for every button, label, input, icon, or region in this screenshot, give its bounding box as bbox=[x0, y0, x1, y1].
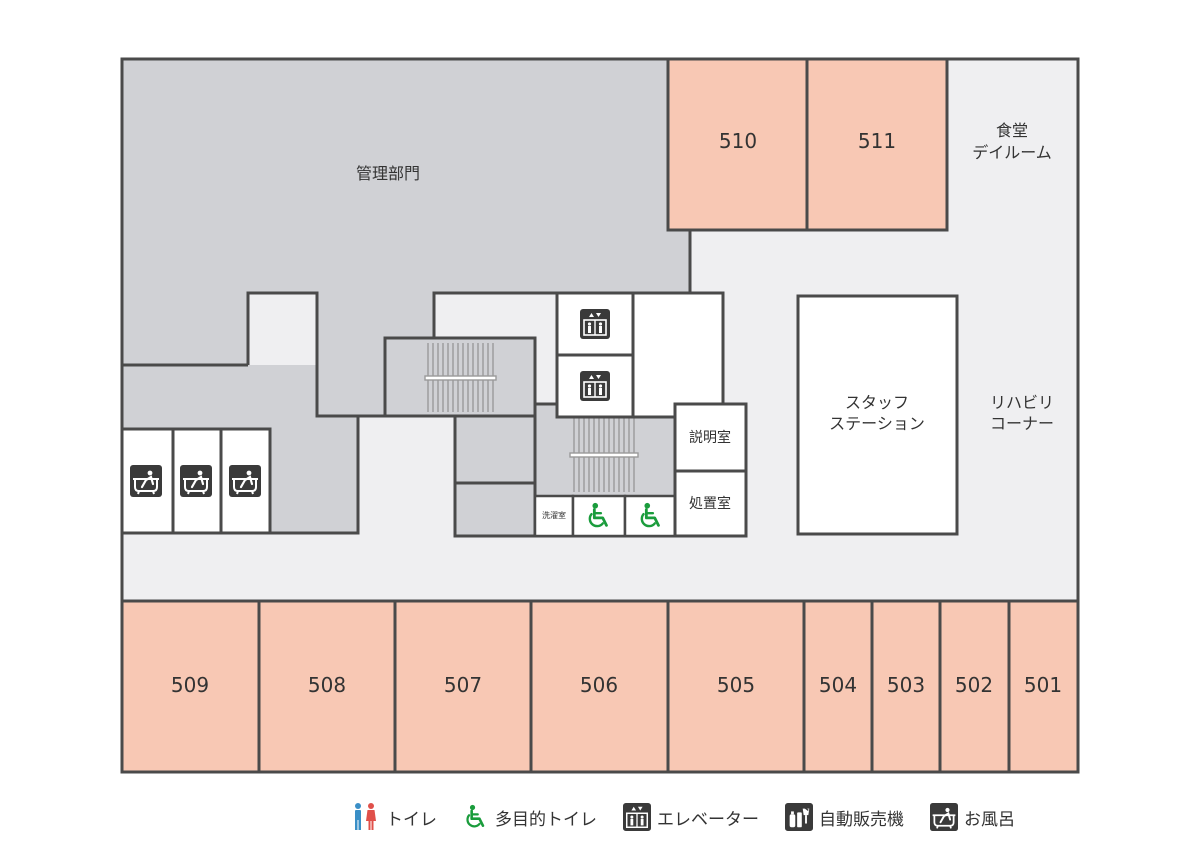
room-511 bbox=[805, 57, 949, 232]
room-number: 502 bbox=[955, 673, 993, 697]
floor-map: 管理部門 510 511 食堂 デイルーム リハビリ コーナー スタッフ ステー… bbox=[120, 57, 1080, 774]
building-outline bbox=[120, 57, 1080, 774]
room-number: 508 bbox=[308, 673, 346, 697]
accessible-toilet-1 bbox=[571, 494, 627, 538]
room-number: 507 bbox=[444, 673, 482, 697]
legend-item-vending: 自動販売機 bbox=[785, 803, 904, 831]
legend-label: 多目的トイレ bbox=[495, 809, 597, 830]
legend-label: お風呂 bbox=[964, 809, 1015, 830]
stairs-icon bbox=[569, 418, 639, 492]
core-block-center bbox=[535, 404, 675, 496]
staff-station-label-line1: スタッフ bbox=[845, 393, 909, 412]
staff-station bbox=[796, 294, 959, 536]
map-legend: トイレ 多目的トイレ エレベーター 自動販売機 bbox=[350, 800, 1015, 834]
room-502 bbox=[938, 599, 1011, 774]
room-number: 509 bbox=[171, 673, 209, 697]
legend-item-bath: お風呂 bbox=[930, 803, 1015, 831]
room-509 bbox=[120, 599, 261, 774]
elevator-icon bbox=[580, 371, 610, 401]
room-501 bbox=[1007, 599, 1080, 774]
room-510 bbox=[666, 57, 809, 232]
room-number: 503 bbox=[887, 673, 925, 697]
room-number: 501 bbox=[1024, 673, 1062, 697]
legend-label: トイレ bbox=[386, 809, 437, 830]
room-number: 510 bbox=[719, 129, 757, 153]
elevator-icon bbox=[580, 309, 610, 339]
rehab-label-line2: コーナー bbox=[990, 414, 1054, 433]
core-block-left bbox=[455, 416, 535, 536]
dining-label: 食堂 bbox=[996, 121, 1028, 140]
toilet-icon bbox=[350, 802, 380, 832]
legend-item-elevator: エレベーター bbox=[623, 803, 759, 831]
explanation-room-label: 説明室 bbox=[689, 429, 731, 446]
wheelchair-icon bbox=[463, 803, 489, 831]
laundry-room-label: 洗濯室 bbox=[542, 510, 566, 520]
legend-item-accessible-toilet: 多目的トイレ bbox=[463, 803, 597, 831]
treatment-room bbox=[673, 469, 748, 538]
room-506 bbox=[529, 599, 670, 774]
legend-label: エレベーター bbox=[657, 809, 759, 830]
explanation-room bbox=[673, 402, 748, 473]
room-503 bbox=[870, 599, 942, 774]
admin-area bbox=[122, 59, 690, 416]
accessible-toilet-2 bbox=[623, 494, 677, 538]
dayroom-label: デイルーム bbox=[972, 143, 1052, 162]
bath-icon bbox=[180, 465, 212, 497]
room-number: 511 bbox=[858, 129, 896, 153]
room-505 bbox=[666, 599, 806, 774]
bath-icon bbox=[130, 465, 162, 497]
treatment-room-label: 処置室 bbox=[689, 495, 731, 512]
room-number: 504 bbox=[819, 673, 857, 697]
admin-bath-wing-upper bbox=[270, 416, 358, 533]
bath-icon bbox=[930, 803, 958, 831]
elevator-icon bbox=[623, 803, 651, 831]
staff-station-label-line2: ステーション bbox=[829, 414, 925, 433]
legend-item-toilet: トイレ bbox=[350, 802, 437, 832]
stairs-icon bbox=[424, 343, 497, 412]
room-number: 506 bbox=[580, 673, 618, 697]
rehab-label-line1: リハビリ bbox=[990, 393, 1054, 412]
legend-label: 自動販売機 bbox=[819, 809, 904, 830]
room-number: 505 bbox=[717, 673, 755, 697]
bath-icon bbox=[229, 465, 261, 497]
admin-area-label: 管理部門 bbox=[356, 164, 420, 183]
vending-machine-icon bbox=[785, 803, 813, 831]
utility-room bbox=[631, 291, 725, 419]
